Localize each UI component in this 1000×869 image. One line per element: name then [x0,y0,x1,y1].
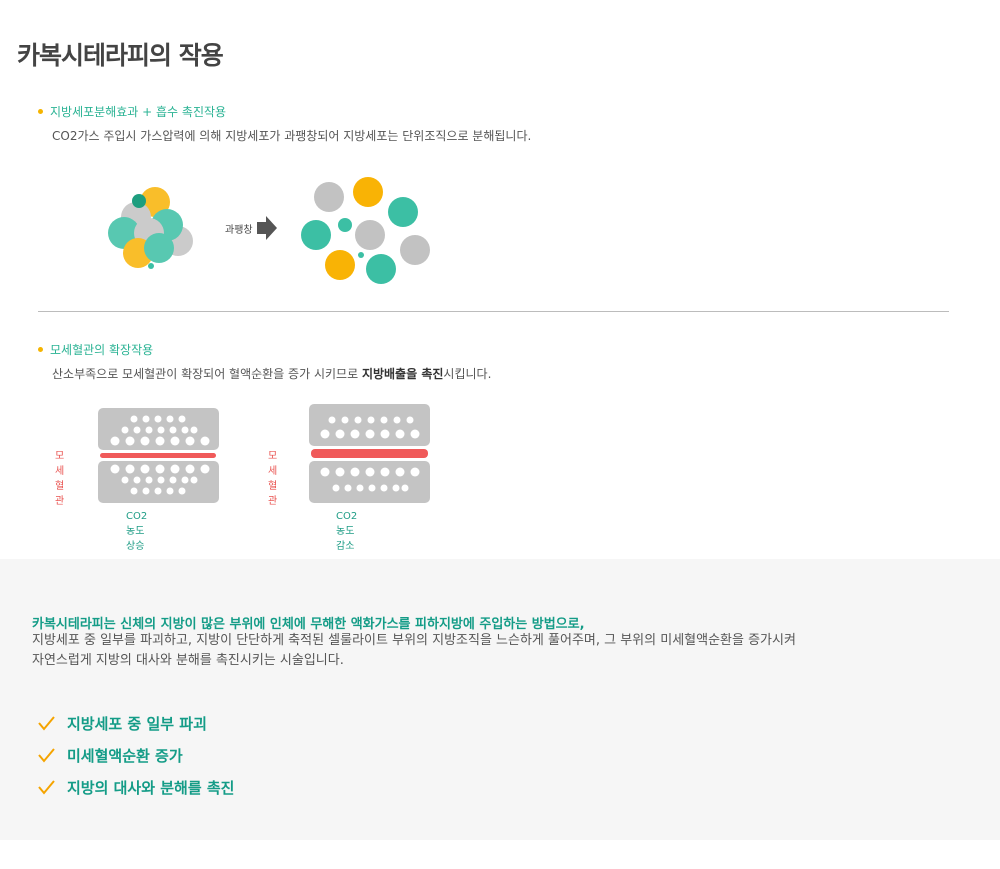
section-divider [38,311,949,312]
check-icon [38,748,55,763]
section1-heading: 지방세포분해효과 + 흡수 촉진작용 [50,105,227,119]
check-icon [38,780,55,795]
check-icon [38,716,55,731]
co2-decrease-caption: CO2농도 감소 [336,511,358,552]
check-item-label: 지방세포 중 일부 파괴 [67,715,207,733]
check-item-label: 지방의 대사와 분해를 촉진 [67,779,235,797]
capillary-label: 모세혈관 [55,451,65,507]
section1-description: CO2가스 주입시 가스압력에 의해 지방세포가 과팽창되어 지방세포는 단위조… [52,129,532,143]
tissue-block-bottom [309,461,430,503]
emphasis-text: 지방배출을 촉진 [361,367,444,381]
tissue-block-top [98,408,219,450]
section1-header: 지방세포분해효과 + 흡수 촉진작용 [38,103,226,120]
tissue-block-top [309,404,430,446]
right-arrow-icon [257,216,277,240]
section2-heading: 모세혈관의 확장작용 [50,343,154,357]
fat-cells-clustered [108,187,193,269]
bullet-dot [38,347,43,352]
capillary-dilated [311,449,428,458]
check-item-label: 미세혈액순환 증가 [67,747,183,765]
section2-header: 모세혈관의 확장작용 [38,341,153,358]
fat-cells-expanded [301,177,430,284]
check-item: 지방의 대사와 분해를 촉진 [38,777,234,798]
check-item: 미세혈액순환 증가 [38,745,183,766]
expansion-label: 과팽창 [225,225,253,236]
summary-lead: 카복시테라피는 신체의 지방이 많은 부위에 인체에 무해한 액화가스를 피하지… [32,617,585,632]
co2-increase-caption: CO2농도 상승 [126,511,148,552]
tissue-block-bottom [98,461,219,503]
capillary-narrow [100,453,216,458]
section2-description: 산소부족으로 모세혈관이 확장되어 혈액순환을 증가 시키므로 지방배출을 촉진… [52,367,492,381]
check-item: 지방세포 중 일부 파괴 [38,713,207,734]
summary-panel: 카복시테라피는 신체의 지방이 많은 부위에 인체에 무해한 액화가스를 피하지… [0,559,1000,840]
bullet-dot [38,109,43,114]
summary-line-2: 지방세포 중 일부를 파괴하고, 지방이 단단하게 축적된 셀룰라이트 부위의 … [32,633,796,648]
page-title: 카복시테라피의 작용 [17,41,224,70]
capillary-label: 모세혈관 [268,451,278,507]
summary-line-3: 자연스럽게 지방의 대사와 분해를 촉진시키는 시술입니다. [32,653,344,668]
